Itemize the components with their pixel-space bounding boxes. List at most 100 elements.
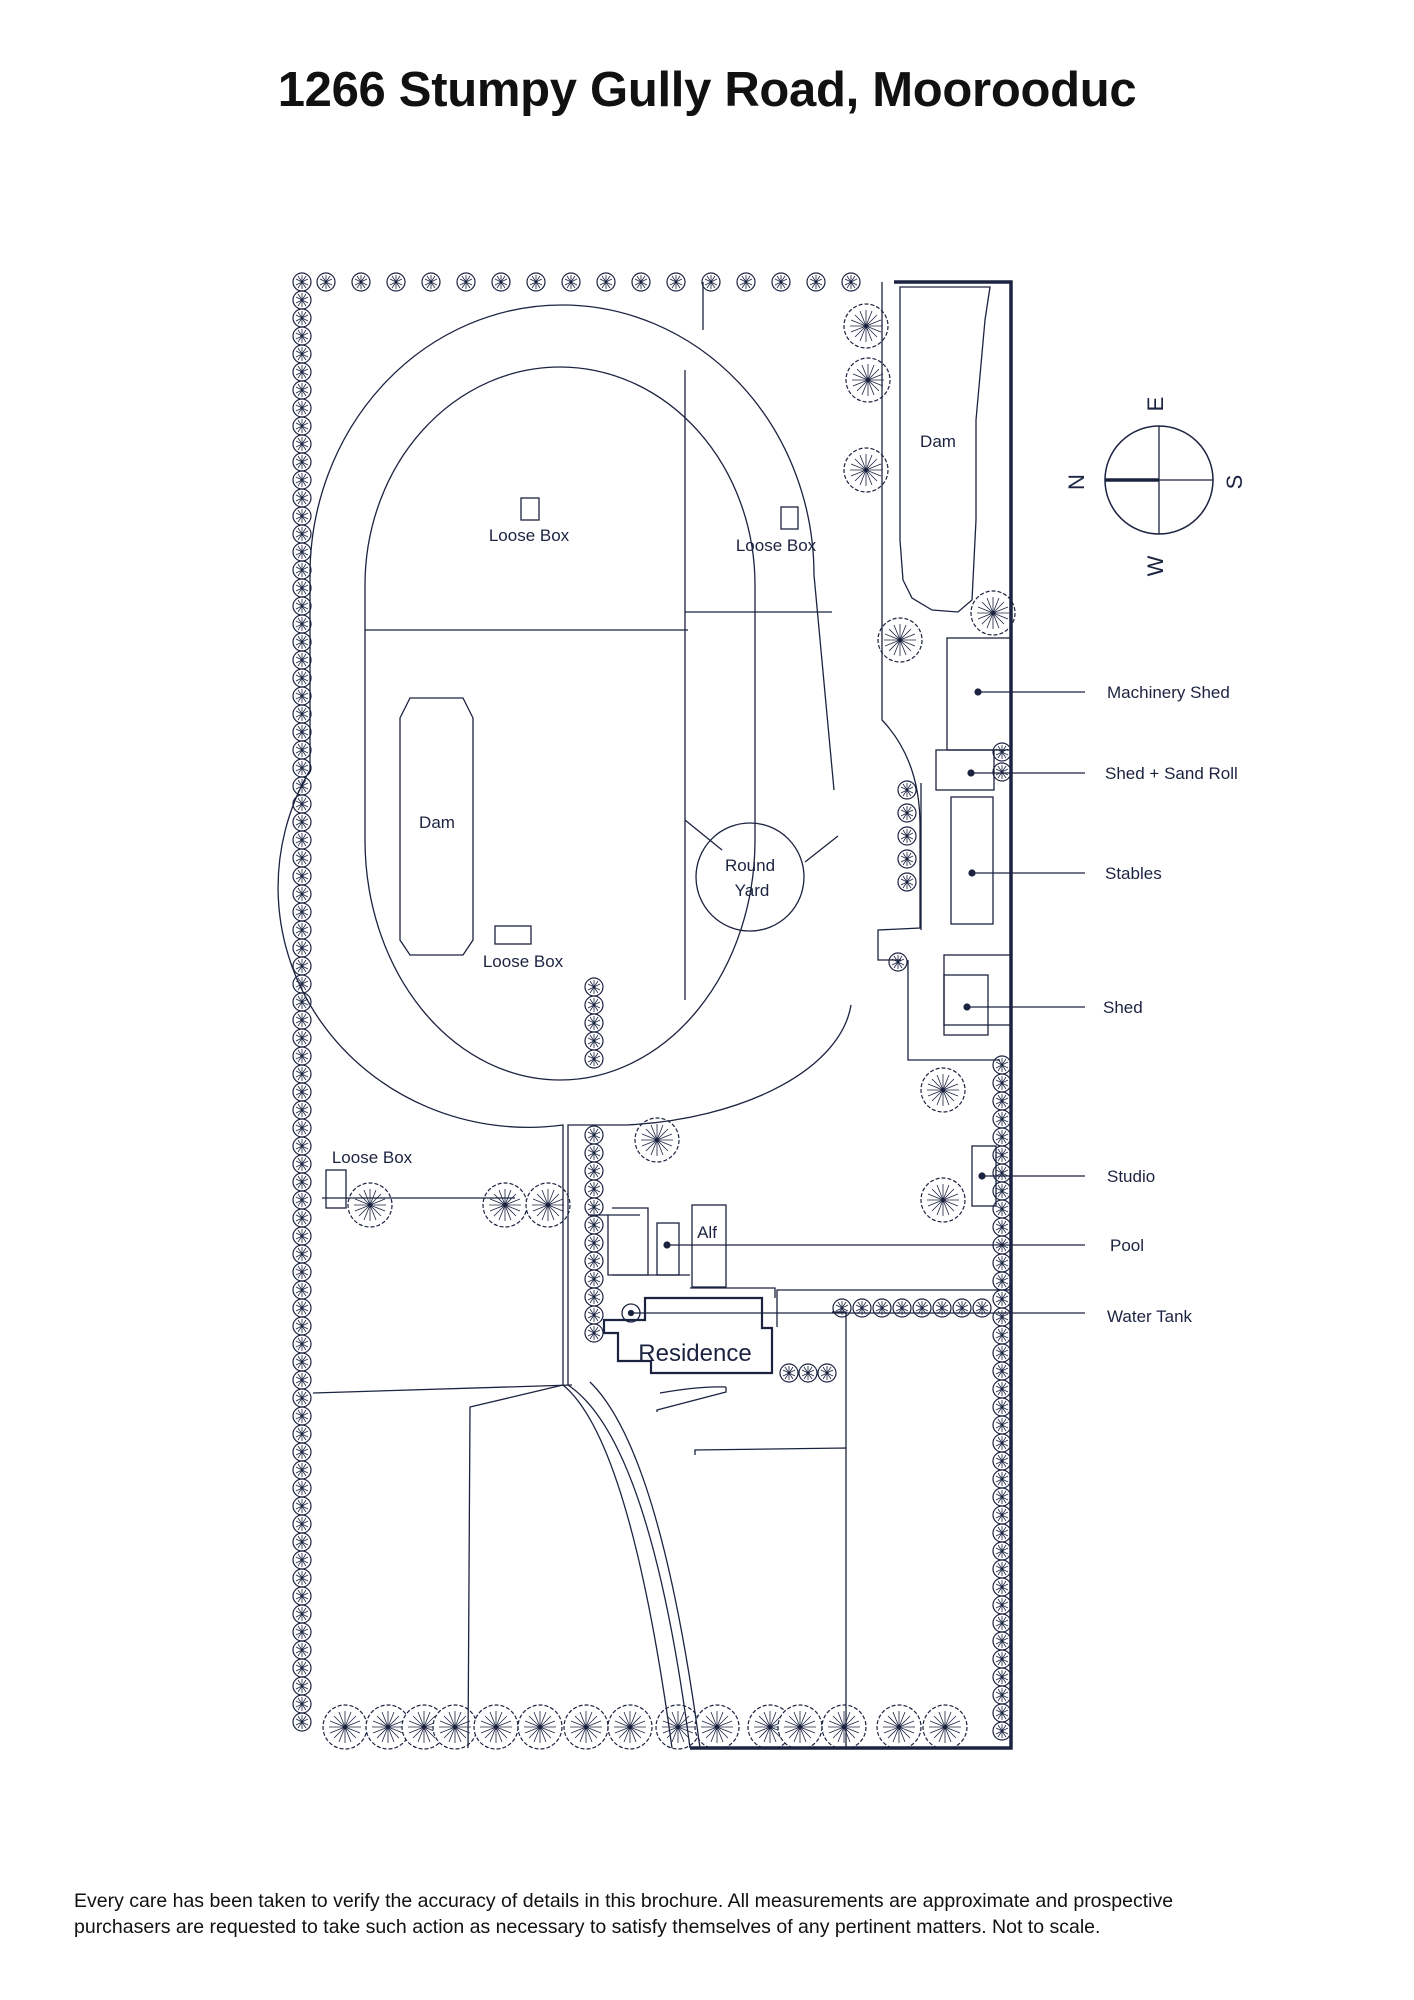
driveway <box>694 1447 847 1748</box>
tree-icon <box>992 1379 1012 1399</box>
leader-dot <box>967 769 975 777</box>
tree-icon <box>631 272 651 292</box>
tree-icon <box>897 849 917 869</box>
pool-shape <box>656 1222 680 1276</box>
tree-icon <box>972 1298 992 1318</box>
tree-icon <box>798 1363 818 1383</box>
tree-icon <box>292 632 312 652</box>
tree-icon <box>292 452 312 472</box>
tree-icon <box>292 1640 312 1660</box>
label-loose-box: Loose Box <box>489 526 570 545</box>
tree-icon <box>292 1442 312 1462</box>
tree-icon <box>292 1136 312 1156</box>
tree-icon <box>526 272 546 292</box>
tree-icon <box>292 704 312 724</box>
loose-box-structure <box>325 1169 347 1209</box>
tree-icon <box>292 1100 312 1120</box>
tree-icon <box>316 272 336 292</box>
tree-icon <box>992 1073 1012 1093</box>
tree-icon <box>872 1298 892 1318</box>
tree-icon <box>292 1028 312 1048</box>
tree-icon <box>292 1604 312 1624</box>
dam-top <box>899 286 991 613</box>
tree-icon <box>292 1298 312 1318</box>
fence-line <box>804 835 839 863</box>
property-boundary-east-south <box>690 280 1013 1750</box>
disclaimer-line: Every care has been taken to verify the … <box>74 1890 1174 1912</box>
tree-icon <box>992 1523 1012 1543</box>
tree-icon <box>771 272 791 292</box>
tree-icon <box>292 344 312 364</box>
tree-icon <box>292 1208 312 1228</box>
tree-icon <box>832 1298 852 1318</box>
tree-icon <box>347 1182 393 1228</box>
tree-icon <box>584 1215 604 1235</box>
racetrack-inner <box>364 366 756 1081</box>
driveway <box>907 960 1000 1061</box>
tree-icon <box>292 884 312 904</box>
tree-icon <box>992 762 1012 782</box>
disclaimer: Every care has been taken to verify the … <box>74 1888 1364 1940</box>
tree-icon <box>584 1179 604 1199</box>
tree-icon <box>292 938 312 958</box>
disclaimer-line: purchasers are requested to take such ac… <box>74 1916 1101 1938</box>
tree-icon <box>992 1721 1012 1741</box>
tree-icon <box>777 1704 823 1750</box>
stables-building <box>950 796 994 925</box>
loose-box-structure <box>780 506 799 530</box>
tree-icon <box>292 1244 312 1264</box>
tree-icon <box>584 1287 604 1307</box>
tree-icon <box>292 758 312 778</box>
driveway <box>567 1135 691 1749</box>
tree-icon <box>992 1703 1012 1723</box>
page-title: 1266 Stumpy Gully Road, Moorooduc <box>277 63 1137 117</box>
driveway <box>659 1386 727 1394</box>
tree-icon <box>992 1127 1012 1147</box>
tree-icon <box>421 272 441 292</box>
legend-shed-sand-roll: Shed + Sand Roll <box>1105 764 1238 783</box>
tree-icon <box>292 1352 312 1372</box>
tree-icon <box>932 1298 952 1318</box>
tree-row-south-boundary <box>322 1704 968 1750</box>
tree-icon <box>584 1143 604 1163</box>
tree-icon <box>992 742 1012 762</box>
tree-icon <box>292 1226 312 1246</box>
tree-icon <box>292 308 312 328</box>
leader-dot <box>663 1241 671 1249</box>
label-dam-left: Dam <box>419 813 455 832</box>
dam-left <box>399 697 474 956</box>
tree-icon <box>292 1370 312 1390</box>
label-residence: Residence <box>638 1340 751 1367</box>
alf-structure <box>691 1204 727 1288</box>
tree-icon <box>992 1271 1012 1291</box>
label-alf: Alf <box>697 1223 717 1242</box>
tree-icon <box>992 1595 1012 1615</box>
tree-icon <box>292 1082 312 1102</box>
tree-icon <box>292 1406 312 1426</box>
tree-icon <box>351 272 371 292</box>
tree-icon <box>852 1298 872 1318</box>
legend-water-tank: Water Tank <box>1107 1307 1193 1326</box>
legend-stables: Stables <box>1105 864 1162 883</box>
tree-icon <box>292 1676 312 1696</box>
tree-icon <box>292 1118 312 1138</box>
tree-icon <box>992 1325 1012 1345</box>
label-loose-box: Loose Box <box>736 536 817 555</box>
tree-icon <box>292 1514 312 1534</box>
tree-icon <box>584 1233 604 1253</box>
tree-icon <box>517 1704 563 1750</box>
tree-icon <box>292 902 312 922</box>
tree-icon <box>292 1568 312 1588</box>
tree-icon <box>292 1046 312 1066</box>
tree-icon <box>292 740 312 760</box>
tree-icon <box>992 1091 1012 1111</box>
tree-icon <box>701 272 721 292</box>
tree-icon <box>992 1289 1012 1309</box>
tree-group-misc <box>347 303 1016 1383</box>
tree-icon <box>292 488 312 508</box>
label-dam-top: Dam <box>920 432 956 451</box>
tree-icon <box>992 1505 1012 1525</box>
tree-icon <box>992 1685 1012 1705</box>
legend-pool: Pool <box>1110 1236 1144 1255</box>
